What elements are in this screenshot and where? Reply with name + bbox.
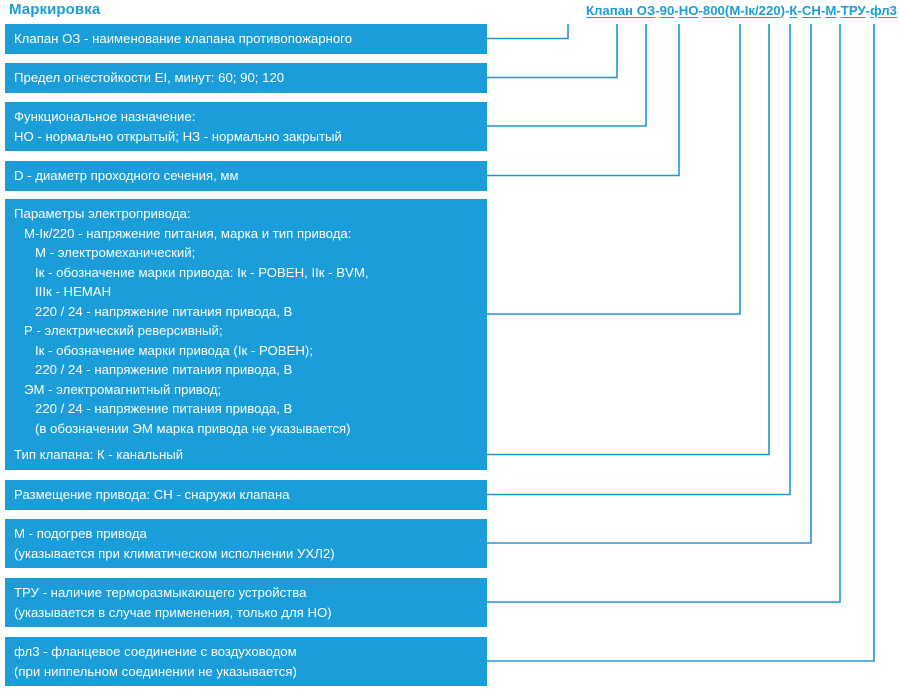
label-line: D - диаметр проходного сечения, мм (14, 168, 239, 183)
code-separator: ( (724, 3, 730, 18)
code-segment: Клапан ОЗ (586, 3, 656, 18)
label-line: 220 / 24 - напряжение питания привода, В (35, 401, 293, 416)
label-line: 220 / 24 - напряжение питания привода, В (35, 362, 293, 377)
label-line: (в обозначении ЭМ марка привода не указы… (35, 420, 351, 436)
leader-line-drive-heating (487, 24, 812, 544)
leader-line-function (487, 24, 647, 127)
code-segment: 90 (659, 3, 675, 18)
label-line: Предел огнестойкости EI, минут: 60; 90; … (14, 70, 285, 85)
label-box-name: Клапан ОЗ - наименование клапана противо… (5, 24, 487, 54)
label-line: (указывается при климатическом исполнени… (14, 545, 335, 561)
label-line: Клапан ОЗ - наименование клапана противо… (14, 31, 353, 46)
code-separator: )- (780, 3, 790, 18)
code-segment: К (789, 3, 798, 18)
code-separator: - (797, 3, 802, 18)
label-line: 220 / 24 - напряжение питания привода, В (35, 303, 293, 319)
leader-line-fire-rating (487, 24, 618, 79)
label-box-drive-placement: Размещение привода: СН - снаружи клапана (5, 480, 487, 510)
code-separator: - (865, 3, 871, 18)
code-separator: - (836, 3, 841, 18)
code-segment: 800 (702, 3, 725, 18)
code-segment: ТРУ (840, 3, 866, 18)
code-segment: НО (678, 3, 699, 18)
label-line: ТРУ - наличие терморазмыкающего устройст… (14, 585, 307, 600)
label-line: Р - электрический реверсивный; (24, 323, 223, 338)
code-separator: - (674, 3, 679, 18)
product-code-header: Клапан ОЗ-90-НО-800(М-Iк/220)-К-СН-М-ТРУ… (586, 3, 897, 18)
leader-line-diameter (487, 24, 680, 177)
label-line: Функциональное назначение: (14, 109, 196, 124)
label-line: Iк - обозначение марки привода: Iк - РОВ… (35, 264, 369, 280)
code-separator: - (820, 3, 826, 18)
leader-line-flange (487, 24, 875, 662)
label-line: М - подогрев привода (14, 526, 147, 541)
code-segment: М-Iк/220 (729, 3, 781, 18)
leader-line-valve-type (487, 24, 770, 456)
code-segment: СН (801, 3, 821, 18)
label-box-drive-params: Параметры электропривода: М-Iк/220 - напр… (5, 199, 487, 443)
code-segment: М (825, 3, 837, 18)
leader-line-drive-placement (487, 24, 791, 496)
label-box-function: Функциональное назначение: НО - нормально… (5, 102, 487, 151)
leader-line-thermal-device (487, 24, 841, 603)
label-box-drive-heating: М - подогрев привода (указывается при кли… (5, 519, 487, 568)
label-line: Iк - обозначение марки привода (Iк - РОВ… (35, 342, 313, 358)
label-line: Параметры электропривода: (14, 206, 191, 221)
label-box-diameter: D - диаметр проходного сечения, мм (5, 161, 487, 191)
label-line: НО - нормально открытый; НЗ - нормально … (14, 128, 342, 144)
code-separator: - (655, 3, 660, 18)
label-line: ЭМ - электромагнитный привод; (24, 381, 222, 397)
code-separator: - (698, 3, 703, 18)
label-line: IIIк - НЕМАН (35, 284, 112, 299)
label-box-valve-type: Тип клапана: К - канальный (5, 440, 487, 470)
label-line: М - электромеханический; (35, 245, 196, 260)
label-line: М-Iк/220 - напряжение питания, марка и т… (24, 225, 352, 241)
label-line: Тип клапана: К - канальный (14, 447, 184, 462)
code-segment: фл3 (870, 3, 897, 18)
leader-line-drive-params (487, 24, 741, 315)
label-line: (указывается в случае применения, только… (14, 604, 332, 620)
page-title: Маркировка (9, 1, 101, 18)
label-box-fire-rating: Предел огнестойкости EI, минут: 60; 90; … (5, 63, 487, 93)
leader-line-name (487, 24, 569, 40)
label-box-thermal-device: ТРУ - наличие терморазмыкающего устройст… (5, 578, 487, 627)
label-line: (при ниппельном соединении не указываетс… (14, 663, 297, 679)
label-box-flange: фл3 - фланцевое соединение с воздуховодо… (5, 637, 487, 686)
label-line: Размещение привода: СН - снаружи клапана (14, 487, 290, 502)
label-line: фл3 - фланцевое соединение с воздуховодо… (14, 644, 297, 659)
